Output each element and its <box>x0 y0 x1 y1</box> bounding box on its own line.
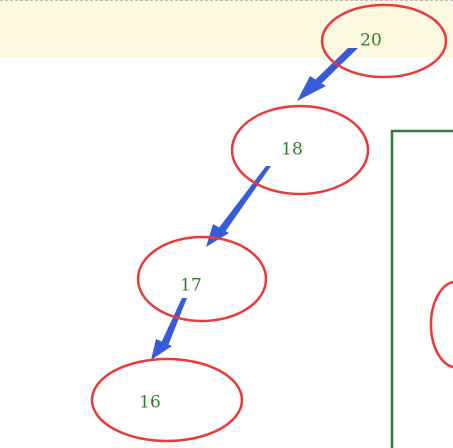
edge-18-17 <box>206 166 271 247</box>
node-label: 16 <box>139 393 161 413</box>
node-label: 17 <box>180 276 202 296</box>
node-ellipse <box>230 104 370 196</box>
arrow-head <box>151 339 172 360</box>
arrow-shaft <box>218 166 271 232</box>
arrow-head <box>206 224 229 247</box>
arrow-shaft <box>314 48 358 83</box>
node-ellipse <box>90 357 244 443</box>
node-ellipse <box>136 235 268 323</box>
node-label: 18 <box>281 140 303 160</box>
highlight-band <box>0 0 453 57</box>
node-label: 20 <box>360 31 382 51</box>
arrow-head <box>297 76 326 101</box>
container-box <box>390 129 453 448</box>
node-ellipse <box>320 3 448 79</box>
partial-node <box>429 280 453 369</box>
edge-20-18 <box>297 48 358 101</box>
edge-17-16 <box>151 298 187 360</box>
tree-node-16: 16 <box>90 357 244 443</box>
tree-node-18: 18 <box>230 104 370 196</box>
tree-node-17: 17 <box>136 235 268 323</box>
tree-node-20: 20 <box>320 3 448 79</box>
arrow-shaft <box>161 298 187 346</box>
